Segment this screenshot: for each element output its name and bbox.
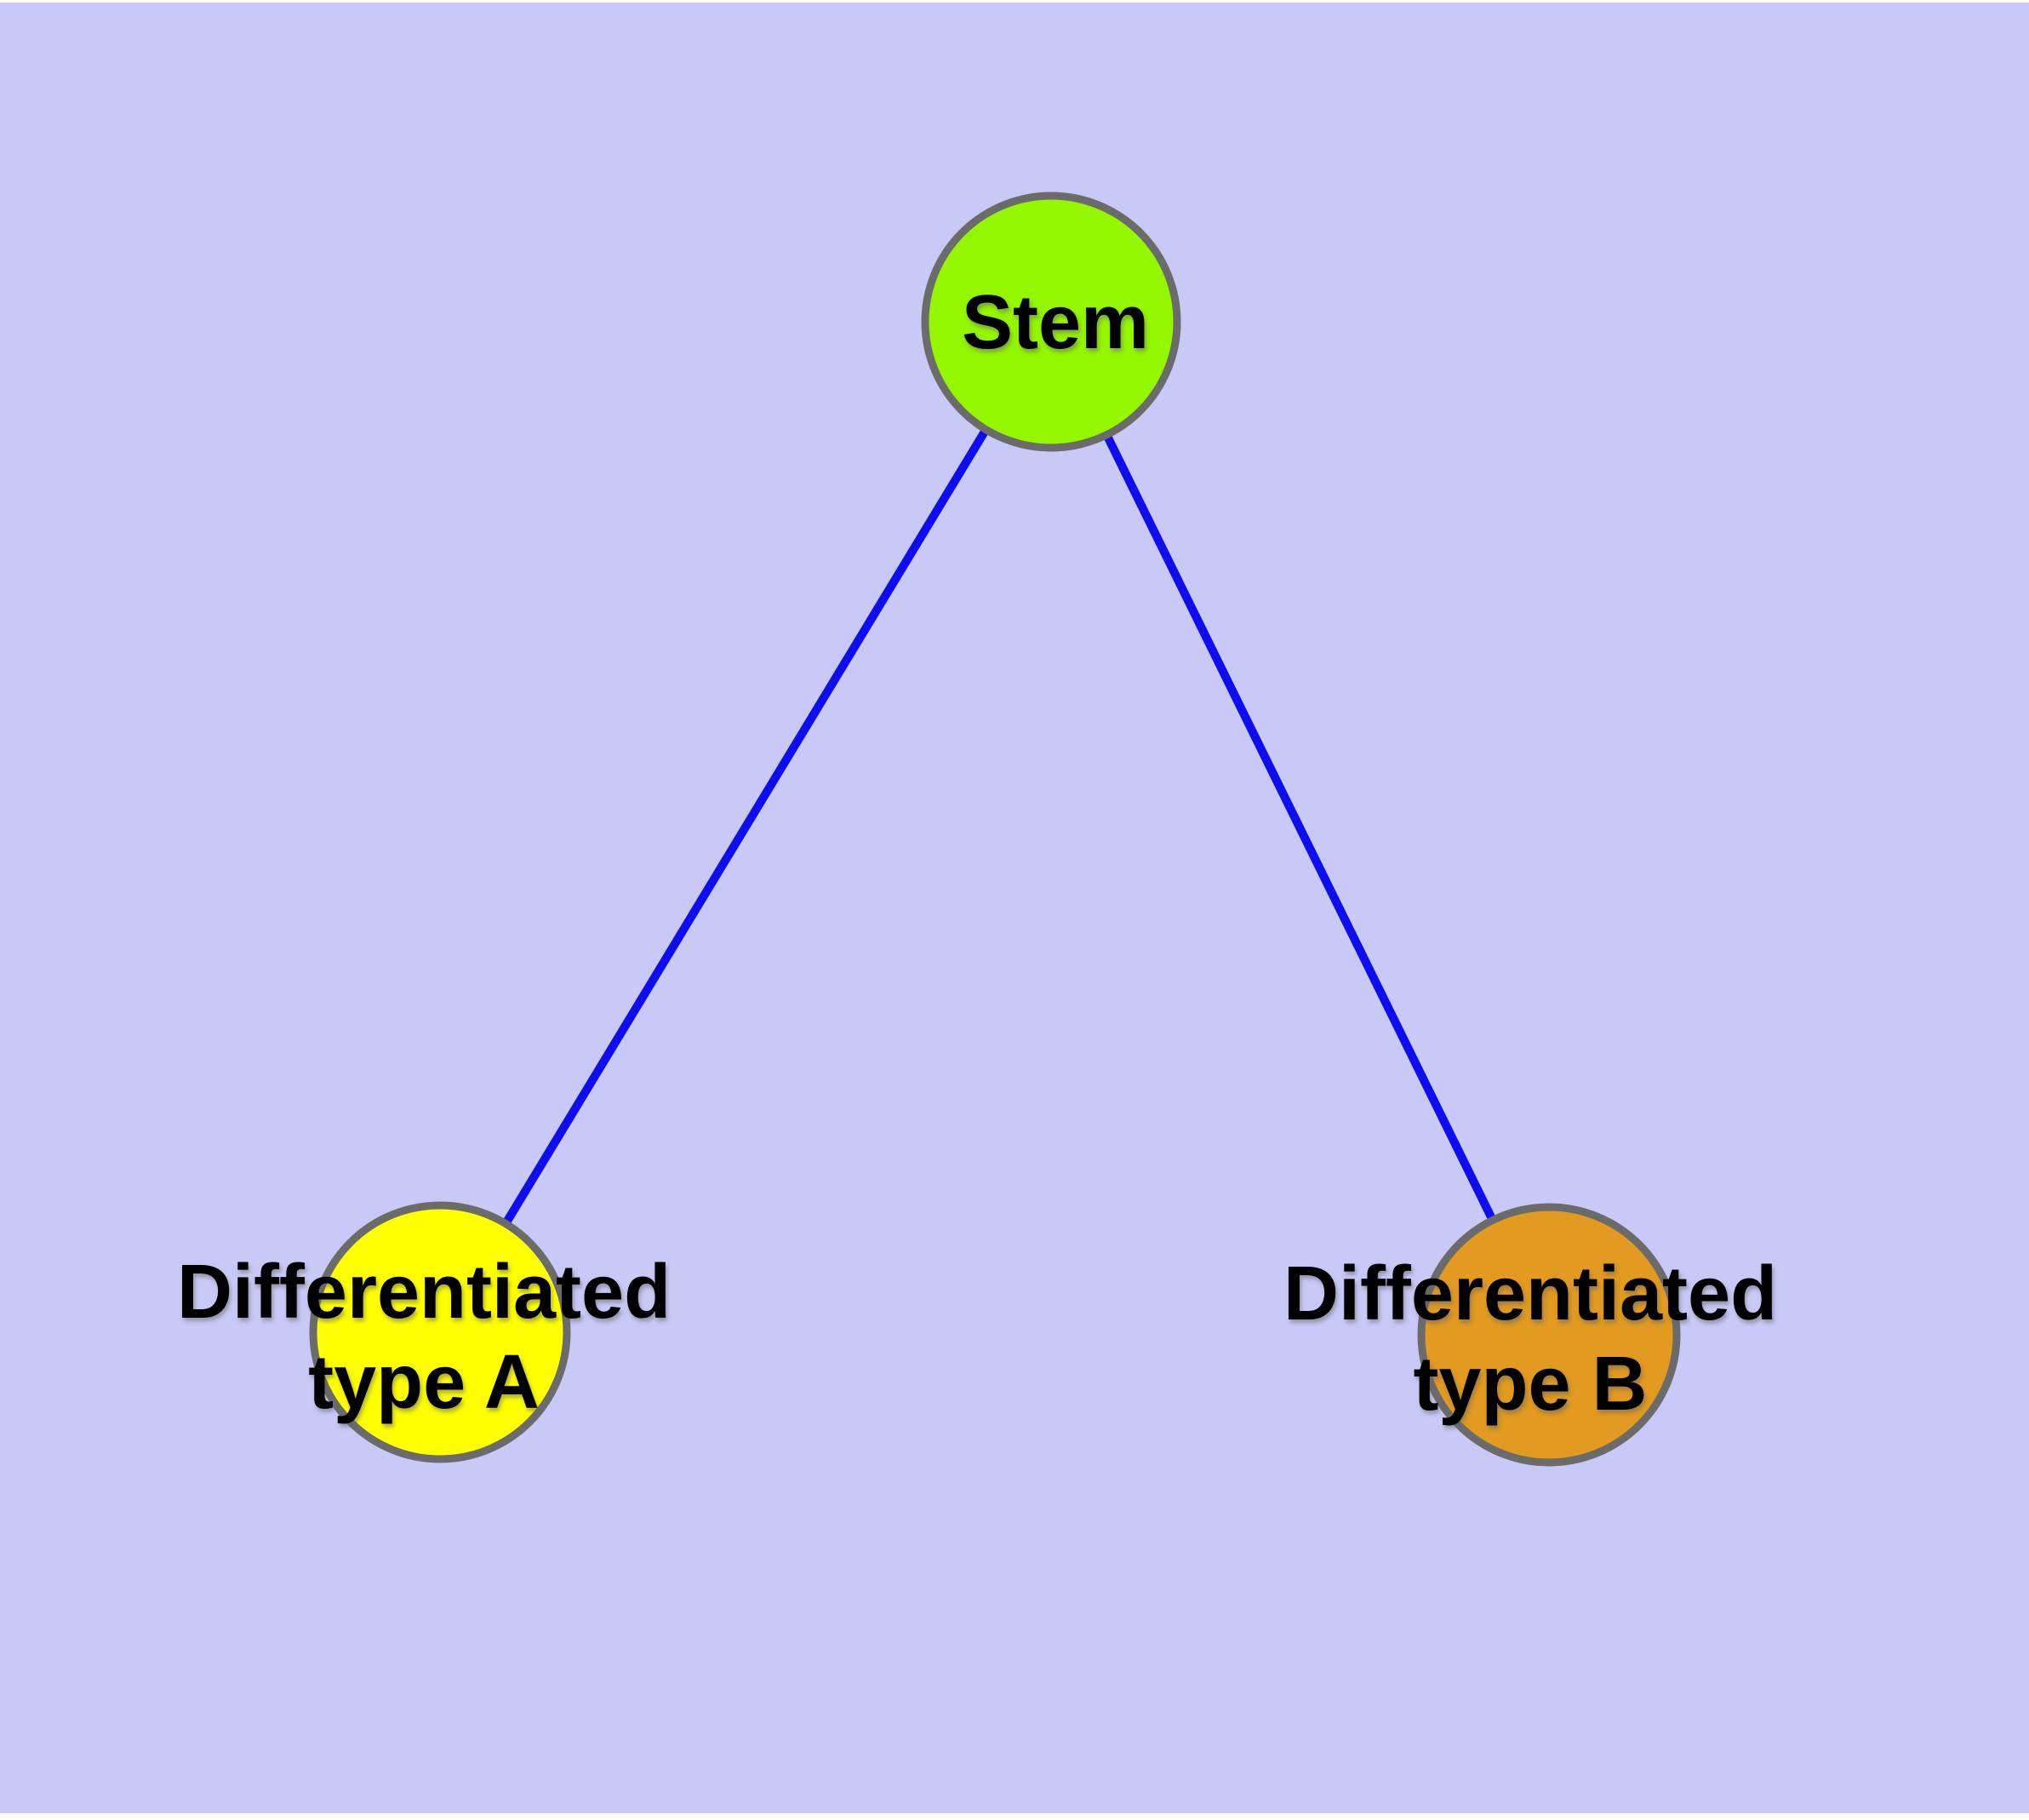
edge-stem-to-type-a	[436, 319, 1055, 1335]
node-label-stem: Stem	[962, 278, 1149, 368]
graph-svg	[309, 192, 1681, 1467]
node-label-type-a-line2: type A	[308, 1340, 540, 1425]
node-label-type-a: Differentiated type A	[177, 1247, 671, 1428]
node-circle-type-a	[309, 1201, 571, 1463]
node-label-type-b-line1: Differentiated	[1283, 1251, 1778, 1336]
edge-stem-to-type-b	[1047, 319, 1553, 1337]
node-circle-stem	[921, 192, 1181, 452]
node-label-type-b-line2: type B	[1413, 1342, 1648, 1427]
node-label-stem-line1: Stem	[961, 280, 1150, 365]
node-circle-type-b	[1417, 1203, 1681, 1467]
node-label-type-a-line1: Differentiated	[176, 1250, 672, 1335]
node-label-type-b: Differentiated type B	[1283, 1249, 1777, 1429]
